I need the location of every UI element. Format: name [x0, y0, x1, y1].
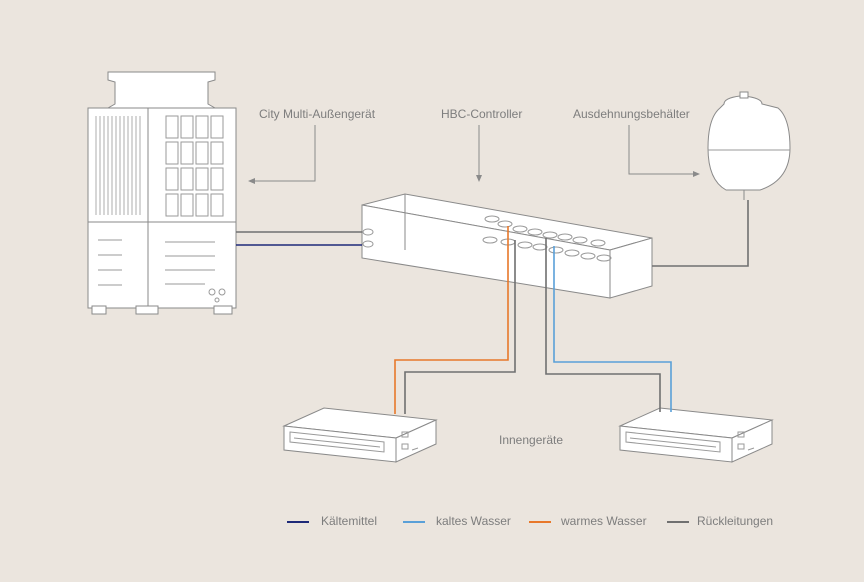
legend-swatch-return — [667, 521, 689, 523]
indoor-unit-left — [282, 407, 438, 463]
arrowhead-outdoor — [248, 178, 255, 184]
outdoor-unit — [87, 71, 237, 315]
legend-swatch-cold-water — [403, 521, 425, 523]
tank-return-pipe — [652, 200, 749, 267]
arrowhead-controller — [476, 175, 482, 182]
arrowhead-tank — [693, 171, 700, 177]
return-pipe-left — [404, 240, 516, 414]
legend-swatch-warm-water — [529, 521, 551, 523]
outdoor-unit-label: City Multi-Außengerät — [259, 107, 376, 121]
legend-label-refrigerant: Kältemittel — [321, 514, 378, 528]
legend-label-return: Rückleitungen — [697, 514, 774, 528]
legend-swatch-refrigerant — [287, 521, 309, 523]
indoor-units-label: Innengeräte — [499, 433, 564, 447]
expansion-tank-label: Ausdehnungsbehälter — [573, 107, 690, 121]
legend-label-cold-water: kaltes Wasser — [436, 514, 511, 528]
legend-label-warm-water: warmes Wasser — [561, 514, 647, 528]
expansion-tank — [707, 91, 791, 200]
hbc-controller — [361, 193, 653, 299]
indoor-unit-right — [618, 407, 774, 463]
tank-label-leader — [628, 125, 696, 175]
return-pipe-right — [545, 238, 661, 412]
warm-water-pipe — [394, 226, 509, 414]
cold-water-pipe — [553, 246, 672, 412]
outdoor-label-leader — [252, 125, 316, 182]
controller-label: HBC-Controller — [441, 107, 523, 121]
